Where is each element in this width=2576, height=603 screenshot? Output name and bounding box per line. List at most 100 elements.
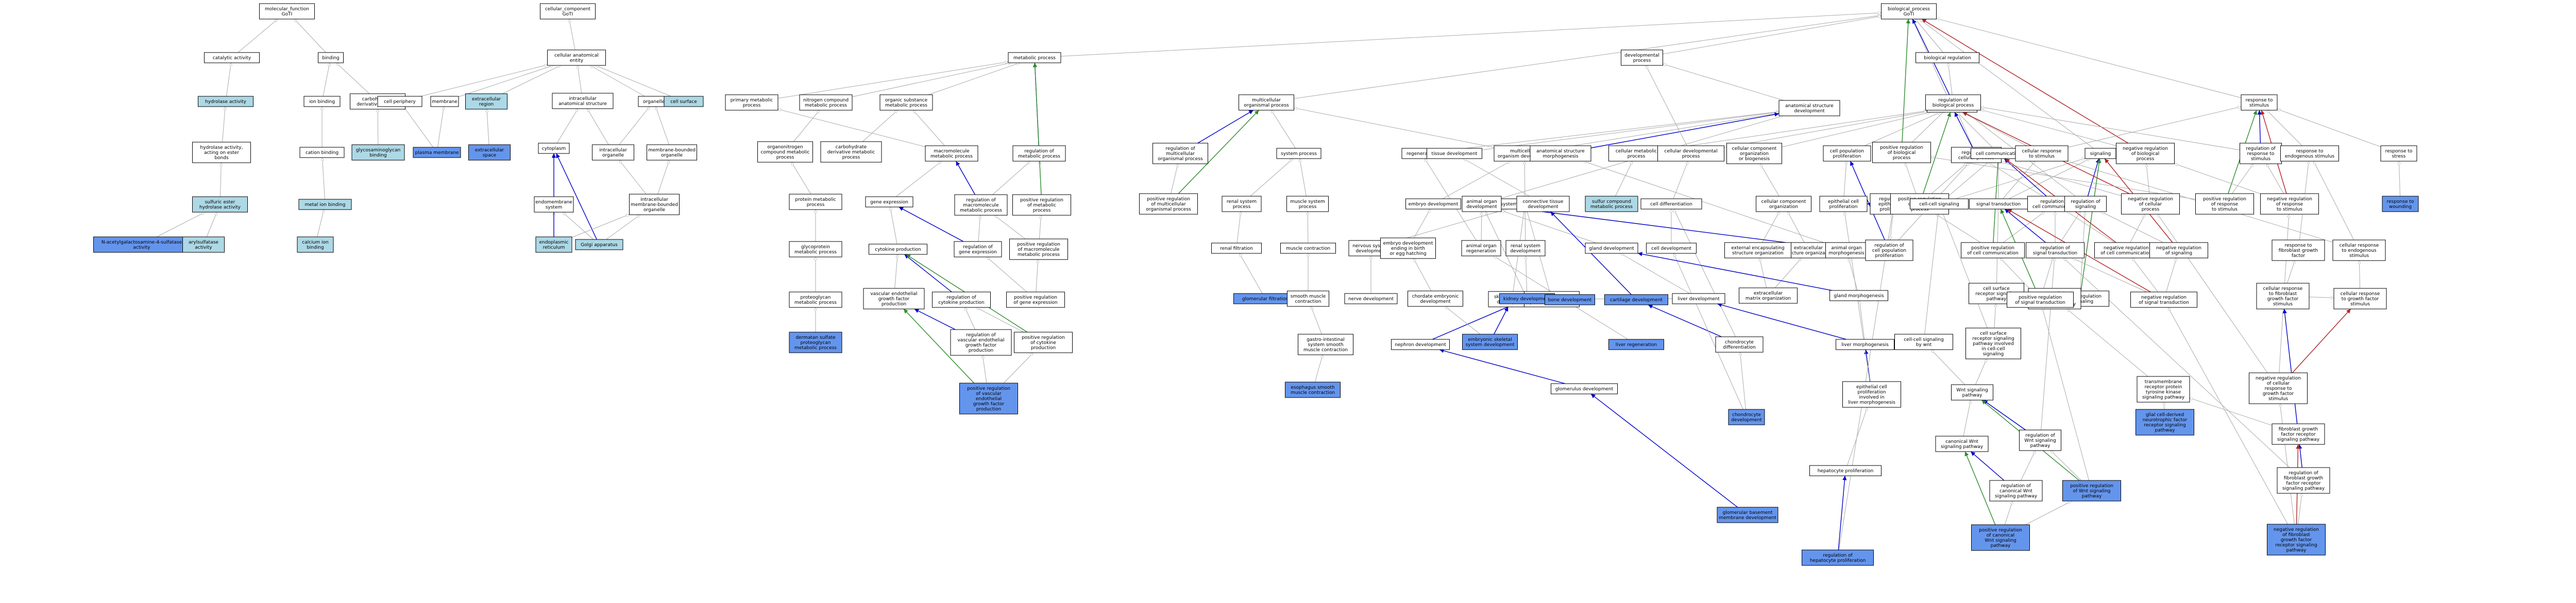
go-term-node[interactable]: gene expression (865, 196, 913, 208)
go-term-node[interactable]: cell development (1646, 243, 1697, 254)
go-term-node[interactable]: metal ion binding (298, 199, 352, 210)
go-term-node[interactable]: liver regeneration (1608, 339, 1664, 350)
go-term-node[interactable]: muscle contraction (1280, 243, 1336, 254)
go-term-node[interactable]: ion binding (303, 96, 341, 107)
go-term-node[interactable]: gland morphogenesis (1829, 290, 1888, 301)
go-term-node[interactable]: tissue development (1427, 148, 1482, 159)
go-term-node[interactable]: binding (318, 52, 344, 63)
go-term-node[interactable]: Golgi apparatus (575, 239, 623, 250)
go-term-node[interactable]: cell differentiation (1640, 198, 1702, 210)
go-term-node[interactable]: signaling (2084, 148, 2116, 159)
go-term-node[interactable]: metabolic process (1008, 52, 1061, 63)
go-term-node[interactable]: hepatocyte proliferation (1809, 465, 1882, 476)
go-term-node[interactable]: renal filtration (1211, 243, 1262, 254)
go-term-node[interactable]: catalytic activity (204, 52, 260, 63)
go-term-node[interactable]: liver development (1672, 293, 1725, 304)
go-term-node[interactable]: bone development (1545, 294, 1595, 305)
go-term-node[interactable]: system process (1276, 148, 1321, 159)
go-term-node[interactable]: gland development (1585, 243, 1638, 254)
go-term-node[interactable]: cell periphery (377, 96, 422, 107)
go-term-node[interactable]: cell surface (664, 96, 704, 107)
go-term-node[interactable]: cytokine production (869, 244, 927, 255)
